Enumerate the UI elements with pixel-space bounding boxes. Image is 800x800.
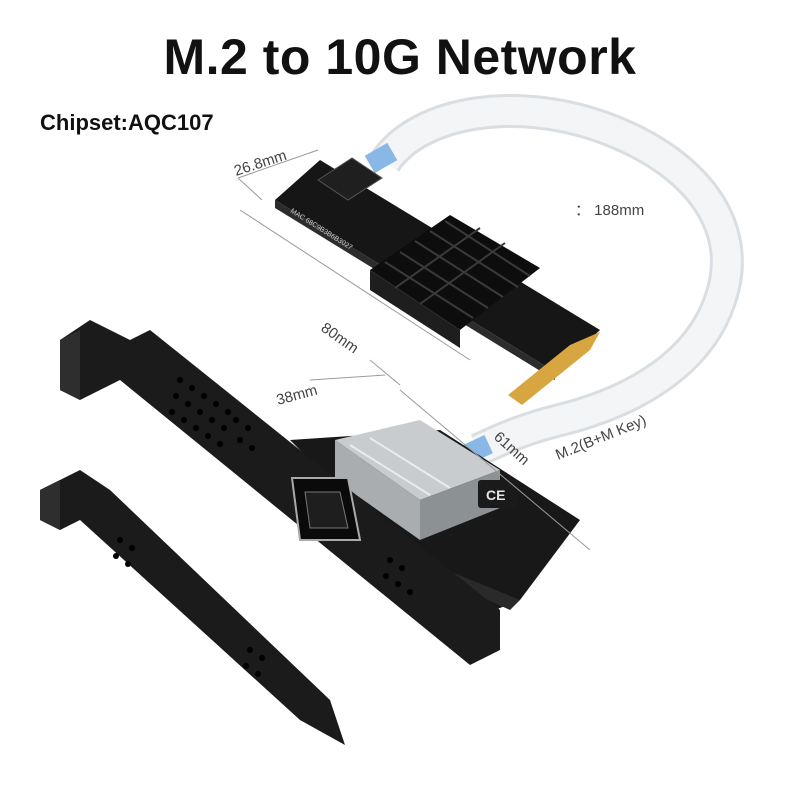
low-profile-bracket bbox=[40, 470, 345, 745]
rj45-housing bbox=[335, 420, 500, 540]
m2-length-label: 80mm bbox=[318, 319, 362, 357]
low-profile-window bbox=[150, 630, 210, 705]
chipset-label: Chipset:AQC107 bbox=[40, 110, 214, 135]
m2-module: MAC 68C9B3B6B3027 bbox=[275, 157, 600, 405]
m2-ffc-connector bbox=[317, 157, 383, 201]
ce-mark: CE bbox=[486, 487, 505, 503]
card-height-label: 38mm bbox=[275, 382, 320, 409]
m2-gold-fingers bbox=[508, 332, 600, 405]
page-title: M.2 to 10G Network bbox=[163, 29, 637, 85]
network-card-full-height: CE bbox=[60, 320, 580, 665]
heatsink bbox=[370, 215, 540, 348]
cable-length-label: ： 188mm bbox=[575, 202, 644, 219]
full-height-bracket bbox=[60, 320, 500, 665]
dimension-lines bbox=[237, 149, 591, 551]
ribbon-tip-top bbox=[364, 142, 398, 174]
rj45-port bbox=[290, 477, 362, 541]
ce-chip bbox=[478, 480, 518, 508]
m2-width-label: 26.8mm bbox=[232, 147, 289, 180]
bracket-vents bbox=[169, 377, 413, 595]
